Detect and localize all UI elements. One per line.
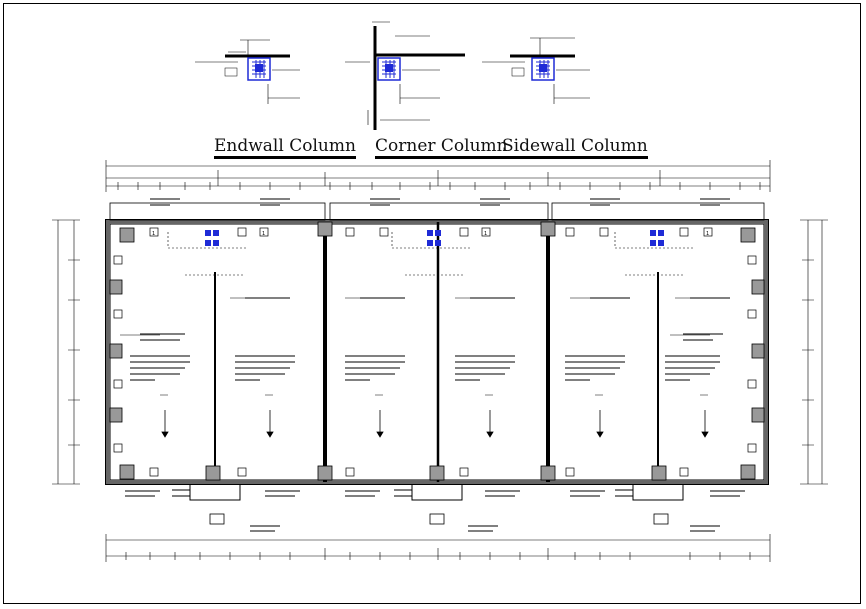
- svg-text:1: 1: [262, 231, 265, 237]
- svg-text:1: 1: [152, 231, 155, 237]
- svg-text:1: 1: [484, 231, 487, 237]
- column-tag-group: 1 1 1 1: [152, 231, 709, 237]
- sidewall-column-caption: Sidewall Column: [502, 136, 648, 159]
- sheet-border: [3, 3, 861, 604]
- bottom-dimension-lines: [105, 534, 771, 562]
- endwall-column-caption: Endwall Column: [214, 136, 356, 159]
- sidewall-column-detail: [482, 37, 590, 104]
- top-dimension-lines: [105, 160, 771, 192]
- building-plan: 1 1 1 1: [105, 198, 769, 532]
- corner-column-caption: Corner Column: [375, 136, 508, 159]
- endwall-column-detail: [195, 39, 300, 104]
- side-dimension-lines: [52, 219, 828, 485]
- corner-column-detail: [345, 21, 465, 130]
- svg-text:1: 1: [706, 231, 709, 237]
